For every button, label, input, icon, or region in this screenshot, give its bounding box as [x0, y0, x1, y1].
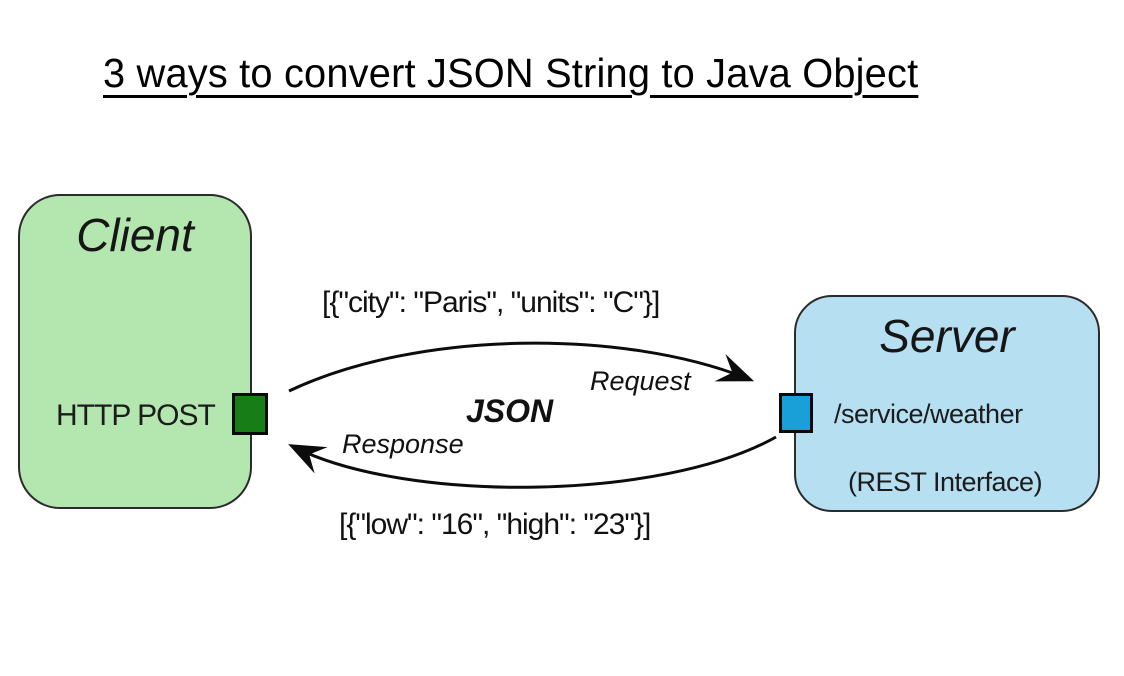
- request-payload: [{"city": "Paris", "units": "C"}]: [322, 286, 660, 319]
- response-label: Response: [342, 429, 464, 459]
- server-port-square: [779, 393, 813, 433]
- client-label: Client: [76, 209, 194, 261]
- client-endpoint-label: HTTP POST: [56, 399, 216, 432]
- page-title: 3 ways to convert JSON String to Java Ob…: [103, 50, 919, 96]
- response-payload: [{"low": "16", "high": "23"}]: [339, 508, 651, 541]
- request-label: Request: [590, 366, 691, 396]
- rest-interface-label: (REST Interface): [848, 467, 1043, 497]
- server-endpoint-label: /service/weather: [834, 399, 1023, 429]
- client-box: Client HTTP POST: [18, 194, 252, 509]
- server-box: Server /service/weather (REST Interface): [794, 295, 1100, 512]
- client-port-square: [232, 393, 268, 435]
- server-label: Server: [879, 310, 1015, 362]
- json-label: JSON: [466, 393, 554, 429]
